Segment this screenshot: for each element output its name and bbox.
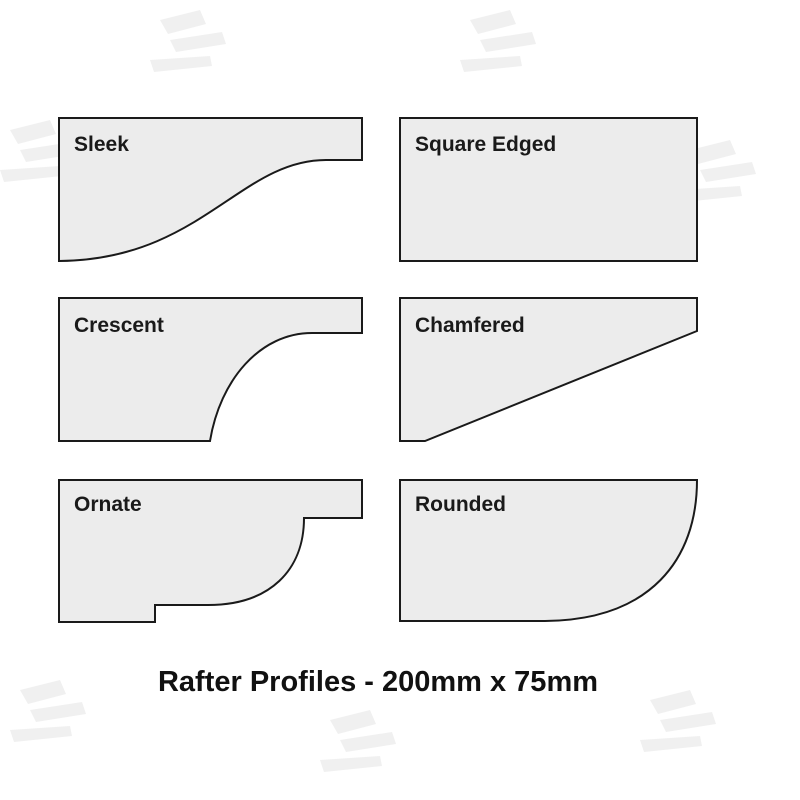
square-edged-profile-shape <box>399 117 698 262</box>
profile-sleek: Sleek <box>58 117 363 263</box>
brand-logo-watermark <box>150 10 226 72</box>
profile-ornate: Ornate <box>58 479 363 623</box>
brand-logo-watermark <box>0 120 76 182</box>
chamfered-profile-shape <box>399 297 698 442</box>
diagram-caption: Rafter Profiles - 200mm x 75mm <box>158 666 598 698</box>
profile-label-ornate: Ornate <box>74 493 142 516</box>
brand-logo-watermark <box>680 140 756 202</box>
profile-chamfered: Chamfered <box>399 297 698 442</box>
profile-label-square-edged: Square Edged <box>415 133 556 156</box>
profile-square-edged: Square Edged <box>399 117 698 262</box>
brand-logo-watermark <box>10 680 86 742</box>
rounded-profile-shape <box>399 479 699 622</box>
brand-logo-watermark <box>460 10 536 72</box>
brand-logo-watermark <box>640 690 716 752</box>
profile-label-sleek: Sleek <box>74 133 129 156</box>
profile-label-crescent: Crescent <box>74 314 164 337</box>
sleek-profile-shape <box>58 117 363 263</box>
profile-label-rounded: Rounded <box>415 493 506 516</box>
profile-label-chamfered: Chamfered <box>415 314 525 337</box>
profile-crescent: Crescent <box>58 297 363 442</box>
profile-rounded: Rounded <box>399 479 699 622</box>
watermark-layer <box>0 10 756 772</box>
brand-logo-watermark <box>320 710 396 772</box>
crescent-profile-shape <box>58 297 363 442</box>
ornate-profile-shape <box>58 479 363 623</box>
